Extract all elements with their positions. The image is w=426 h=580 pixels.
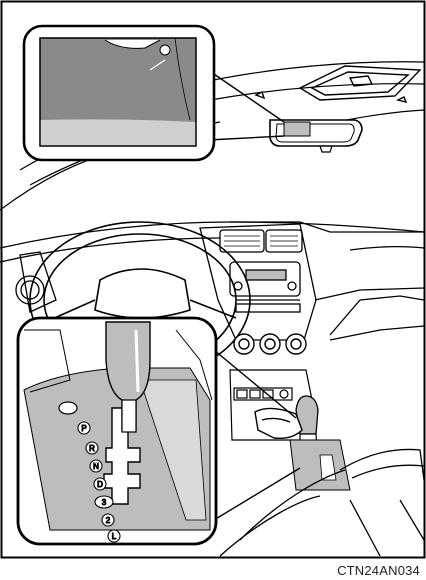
gear-label-2: 2 (106, 516, 111, 525)
center-stack (200, 224, 316, 340)
hand-illustration (255, 408, 302, 438)
illustration-code: CTN24AN034 (337, 563, 420, 578)
shift-gate-inset: P R N D 3 2 L (18, 318, 216, 544)
console-shift-lever (290, 396, 350, 490)
climate-knobs (234, 334, 306, 354)
gear-label-l: L (112, 532, 117, 541)
gear-label-d: D (97, 480, 103, 489)
mirror-highlight-area (284, 122, 310, 136)
gear-label-n: N (93, 462, 99, 471)
gear-label-3: 3 (102, 498, 107, 507)
shift-lock-release (59, 402, 77, 414)
gear-label-p: P (81, 424, 86, 433)
mirror-magnified-inset (24, 26, 214, 160)
gear-label-r: R (89, 444, 95, 453)
